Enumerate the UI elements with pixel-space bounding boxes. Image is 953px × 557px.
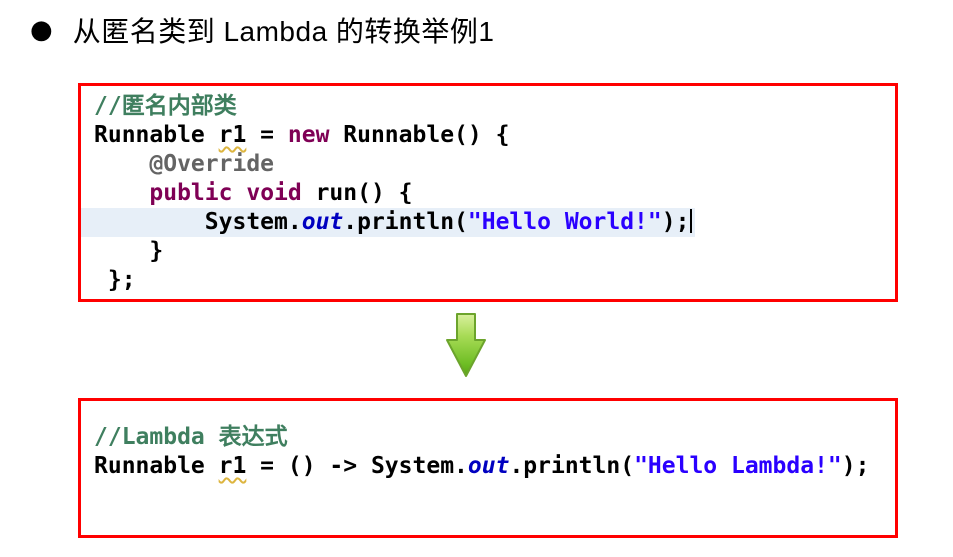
code-token-plain xyxy=(232,180,246,206)
code-token-comment: //Lambda 表达式 xyxy=(94,424,288,450)
code-token-plain: = xyxy=(246,122,288,148)
code-token-plain: } xyxy=(94,238,164,264)
code-line: System.out.println("Hello World!"); xyxy=(81,208,696,237)
code-token-warn: r1 xyxy=(218,453,247,479)
page-title: 从匿名类到 Lambda 的转换举例1 xyxy=(72,16,495,47)
code-token-plain: run() { xyxy=(301,180,413,206)
code-token-plain: Runnable xyxy=(94,453,219,479)
code-token-plain xyxy=(94,151,149,177)
code-line: public void run() { xyxy=(94,179,895,208)
code-token-plain: = () -> System. xyxy=(246,453,468,479)
code-token-plain: .println( xyxy=(509,453,635,479)
bullet-icon: ● xyxy=(30,15,53,45)
slide-title-row: ● 从匿名类到 Lambda 的转换举例1 xyxy=(30,12,495,48)
code-token-keyword: new xyxy=(287,122,330,148)
code-token-comment: //匿名内部类 xyxy=(94,93,237,119)
code-line: //匿名内部类 xyxy=(94,92,895,121)
code-token-plain: System. xyxy=(94,209,302,235)
code-token-plain xyxy=(94,180,149,206)
code-line: Runnable r1 = () -> System.out.println("… xyxy=(94,452,895,481)
code-token-plain: .println( xyxy=(343,209,468,235)
code-token-keyword: void xyxy=(246,180,302,206)
code-token-field: out xyxy=(301,209,344,235)
code-line: //Lambda 表达式 xyxy=(94,423,895,452)
code-token-plain: Runnable() { xyxy=(329,122,510,148)
code-line: } xyxy=(94,237,895,266)
code-token-annotation: @Override xyxy=(149,151,275,177)
code-token-plain: ); xyxy=(661,209,690,235)
code-token-plain: ); xyxy=(841,453,870,479)
code-token-string: "Hello Lambda!" xyxy=(634,453,842,479)
code-line: Runnable r1 = new Runnable() { xyxy=(94,121,895,150)
code-line: }; xyxy=(94,266,895,295)
code-line: @Override xyxy=(94,150,895,179)
code-token-plain: Runnable xyxy=(94,122,219,148)
code-token-field: out xyxy=(467,453,510,479)
code-token-string: "Hello World!" xyxy=(467,209,662,235)
text-cursor xyxy=(690,209,693,233)
code-token-plain: }; xyxy=(94,267,136,293)
code-token-warn: r1 xyxy=(218,122,247,148)
down-arrow-icon xyxy=(445,312,487,380)
code-token-keyword: public xyxy=(149,180,233,206)
